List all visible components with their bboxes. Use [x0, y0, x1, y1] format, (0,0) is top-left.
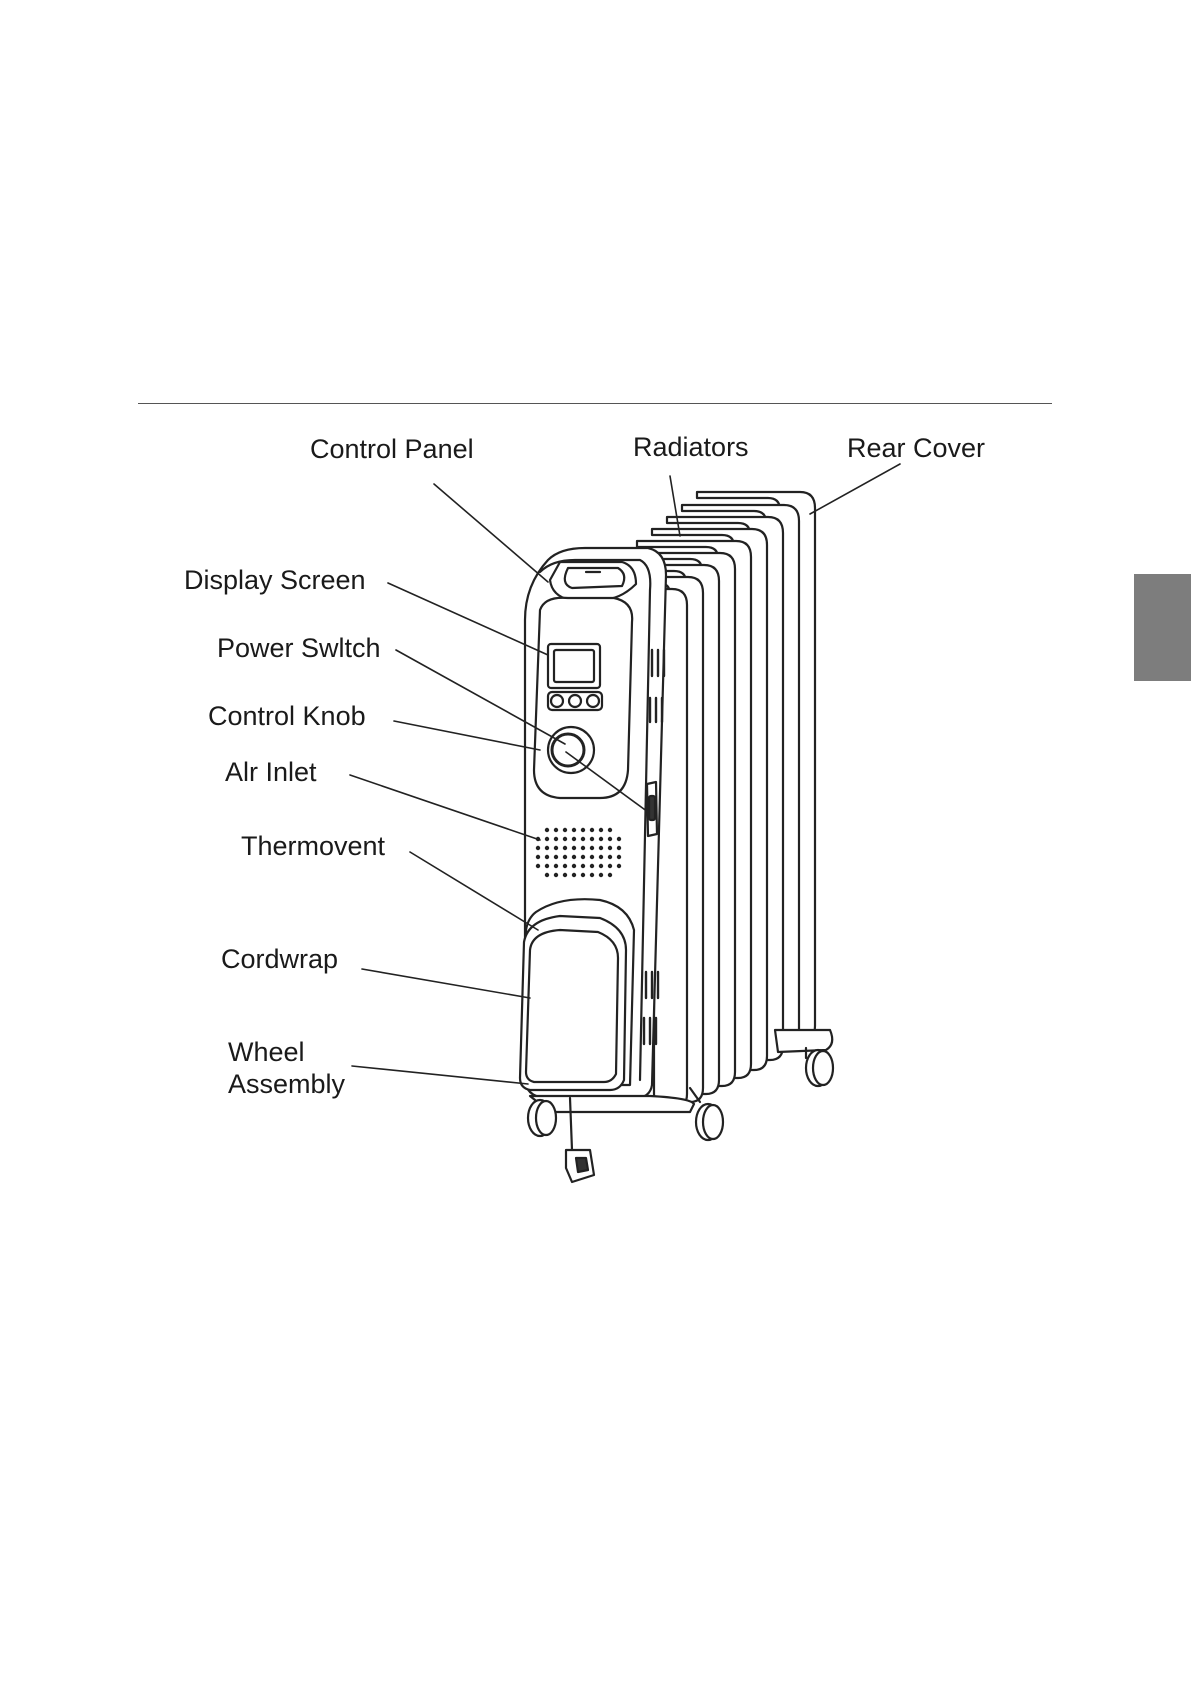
grille-dot — [563, 864, 567, 868]
grille-dot — [536, 855, 540, 859]
power-switch — [647, 782, 657, 836]
grille-dot — [608, 828, 612, 832]
grille-dot — [563, 846, 567, 850]
front-wheel-assembly — [528, 1096, 694, 1182]
grille-dot — [608, 873, 612, 877]
grille-dot — [572, 837, 576, 841]
grille-dot — [563, 837, 567, 841]
grille-dot — [536, 846, 540, 850]
grille-dot — [572, 828, 576, 832]
grille-dot — [617, 837, 621, 841]
grille-dot — [581, 828, 585, 832]
grille-dot — [554, 846, 558, 850]
button-row — [548, 692, 602, 710]
grille-dot — [590, 828, 594, 832]
grille-dot — [554, 828, 558, 832]
grille-dot — [572, 873, 576, 877]
grille-dot — [545, 864, 549, 868]
grille-dot — [554, 855, 558, 859]
grille-dot — [563, 873, 567, 877]
grille-dot — [590, 873, 594, 877]
grille-dot — [581, 873, 585, 877]
grille-dot — [581, 837, 585, 841]
grille-dot — [590, 846, 594, 850]
control-knob — [548, 727, 594, 773]
grille-dot — [590, 864, 594, 868]
grille-dot — [590, 855, 594, 859]
grille-dot — [572, 855, 576, 859]
grille-dot — [581, 855, 585, 859]
grille-dot — [554, 837, 558, 841]
grille-dot — [581, 846, 585, 850]
grille-dot — [599, 846, 603, 850]
grille-dot — [590, 837, 594, 841]
grille-dot — [545, 873, 549, 877]
grille-dot — [545, 828, 549, 832]
grille-dot — [554, 873, 558, 877]
grille-dot — [572, 846, 576, 850]
grille-dot — [599, 873, 603, 877]
grille-dot — [545, 837, 549, 841]
grille-dot — [608, 864, 612, 868]
grille-dot — [536, 864, 540, 868]
cordwrap — [520, 899, 634, 1090]
grille-dot — [545, 855, 549, 859]
grille-dot — [608, 837, 612, 841]
grille-dot — [599, 837, 603, 841]
grille-dot — [617, 846, 621, 850]
grille-dot — [617, 855, 621, 859]
grille-dot — [563, 828, 567, 832]
grille-dot — [617, 864, 621, 868]
grille-dot — [599, 855, 603, 859]
grille-dot — [563, 855, 567, 859]
grille-dot — [608, 846, 612, 850]
grille-dot — [599, 828, 603, 832]
grille-dot — [581, 864, 585, 868]
grille-dot — [554, 864, 558, 868]
grille-dot — [608, 855, 612, 859]
grille-dot — [572, 864, 576, 868]
control-panel-top — [550, 562, 636, 600]
grille-dot — [599, 864, 603, 868]
display-screen — [548, 644, 600, 688]
grille-dot — [545, 846, 549, 850]
